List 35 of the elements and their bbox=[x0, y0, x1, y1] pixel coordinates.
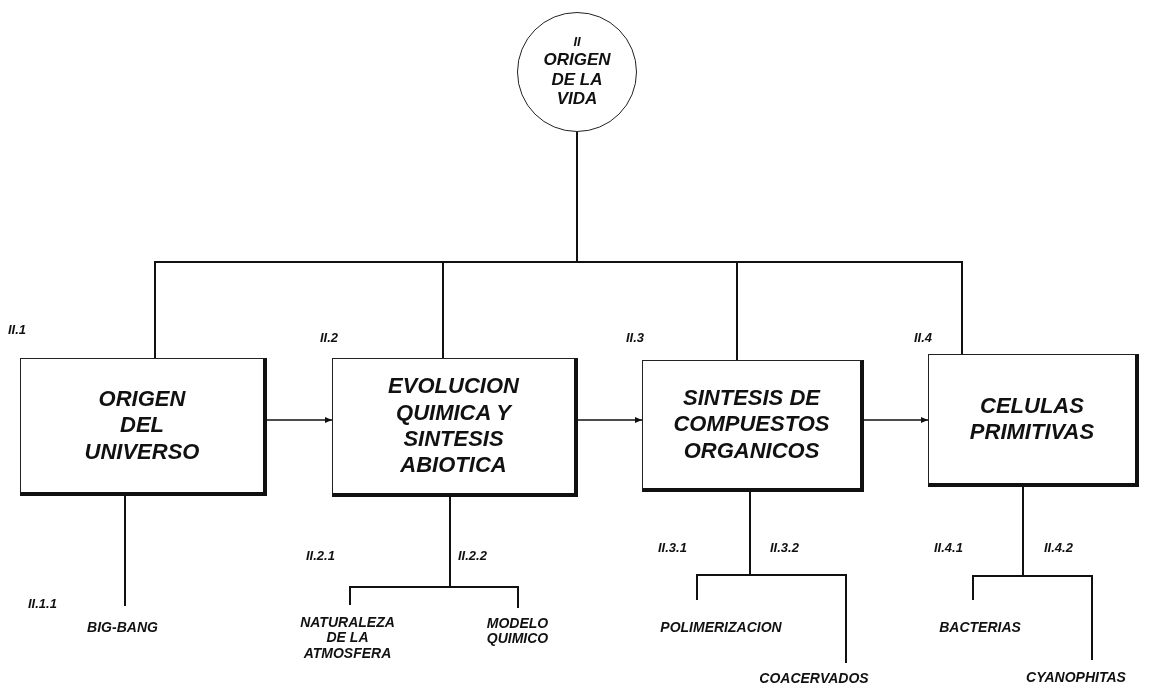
connector-line bbox=[449, 496, 519, 609]
section-number: II.1 bbox=[8, 322, 27, 337]
topic-title: CELULAS PRIMITIVAS bbox=[968, 392, 1096, 446]
topic-box bbox=[332, 358, 578, 497]
subtopic-label: NATURALEZA DE LA ATMOSFERA bbox=[299, 615, 396, 662]
subtopic-label: POLIMERIZACION bbox=[660, 620, 782, 636]
section-number: II.1.1 bbox=[28, 596, 57, 611]
section-number: II.3.1 bbox=[658, 540, 687, 555]
arrow bbox=[863, 417, 929, 423]
topic-title: SINTESIS DE COMPUESTOS ORGANICOS bbox=[672, 384, 831, 465]
section-number: II.2 bbox=[320, 330, 339, 345]
subtopic-label: BACTERIAS bbox=[939, 620, 1021, 636]
section-number: II bbox=[573, 35, 581, 51]
topic-title: ORIGEN DEL UNIVERSO bbox=[83, 385, 201, 466]
section-number: II.4.1 bbox=[934, 540, 963, 555]
section-number: II.3 bbox=[626, 330, 645, 345]
topic-box bbox=[20, 358, 267, 496]
topic-title: EVOLUCION QUIMICA Y SINTESIS ABIOTICA bbox=[387, 373, 521, 479]
section-number: II.2.2 bbox=[458, 548, 487, 563]
topic-box bbox=[642, 360, 864, 492]
section-number: II.3.2 bbox=[770, 540, 799, 555]
connector-line bbox=[749, 491, 847, 664]
topic-title: ORIGEN DE LA VIDA bbox=[542, 50, 612, 109]
section-number: II.2.1 bbox=[306, 548, 335, 563]
subtopic-label: CYANOPHITAS bbox=[1026, 670, 1126, 686]
connector-line bbox=[124, 495, 126, 607]
arrow bbox=[577, 417, 643, 423]
connector-line bbox=[1022, 486, 1093, 661]
section-number: II.4.2 bbox=[1044, 540, 1073, 555]
topic-box bbox=[928, 354, 1139, 487]
subtopic-label: COACERVADOS bbox=[759, 671, 869, 687]
subtopic-label: MODELO QUIMICO bbox=[485, 616, 550, 647]
arrow bbox=[266, 417, 333, 423]
section-number: II.4 bbox=[914, 330, 933, 345]
subtopic-label: BIG-BANG bbox=[87, 620, 158, 636]
